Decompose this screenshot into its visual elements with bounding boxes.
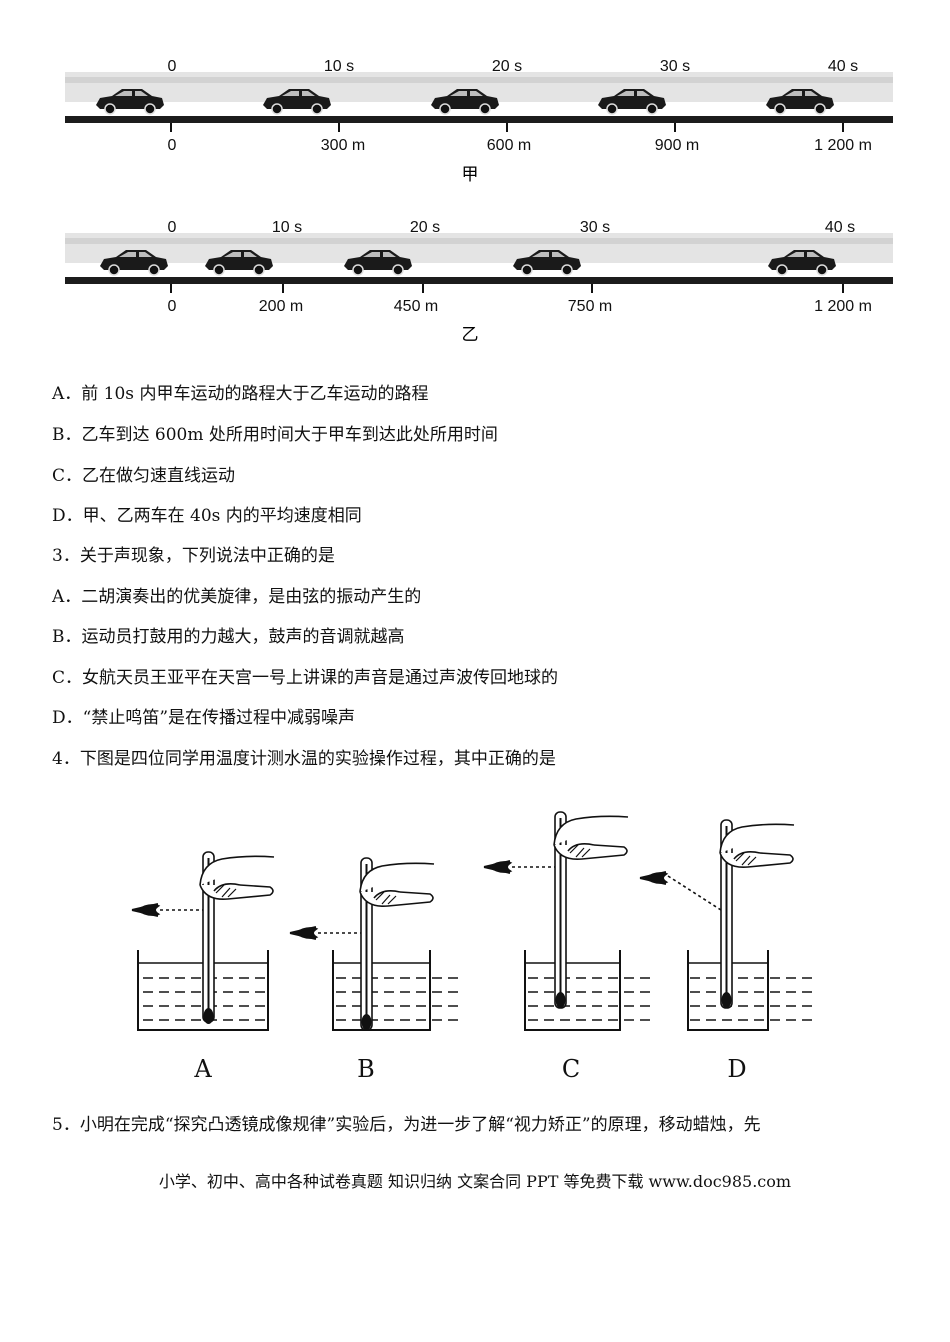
q2-option-b: B．乙车到达 600m 处所用时间大于甲车到达此处所用时间 xyxy=(52,425,498,445)
jia-caption: 甲 xyxy=(462,165,479,185)
setup-a xyxy=(131,851,275,1031)
q4-stem: 4．下图是四位同学用温度计测水温的实验操作过程，其中正确的是 xyxy=(52,749,556,769)
setup-b xyxy=(289,857,459,1031)
setup-label-a: A xyxy=(193,1055,212,1083)
jia-distance-label: 600 m xyxy=(487,137,531,154)
yi-time-label: 40 s xyxy=(825,219,855,236)
q2-option-a: A．前 10s 内甲车运动的路程大于乙车运动的路程 xyxy=(52,384,429,404)
jia-time-label: 10 s xyxy=(324,58,354,75)
yi-distance-label: 1 200 m xyxy=(814,298,872,315)
setup-d xyxy=(639,819,813,1031)
q5-stem: 5．小明在完成“探究凸透镜成像规律”实验后，为进一步了解“视力矫正”的原理，移动… xyxy=(52,1115,761,1135)
jia-distance-label: 900 m xyxy=(655,137,699,154)
jia-distance-label: 0 xyxy=(168,137,177,154)
yi-track: 0 10 s 20 s 30 s 40 s 0 200 m 450 m 750 … xyxy=(65,219,893,345)
jia-time-label: 20 s xyxy=(492,58,522,75)
yi-distance-label: 200 m xyxy=(259,298,303,315)
yi-distance-label: 450 m xyxy=(394,298,438,315)
car-motion-figure: 0 10 s 20 s 30 s 40 s 0 300 m 600 m 900 … xyxy=(65,58,893,345)
yi-time-label: 30 s xyxy=(580,219,610,236)
jia-track: 0 10 s 20 s 30 s 40 s 0 300 m 600 m 900 … xyxy=(65,58,893,185)
setup-label-c: C xyxy=(562,1055,580,1083)
yi-caption: 乙 xyxy=(462,325,479,345)
setup-label-d: D xyxy=(727,1055,746,1083)
jia-distance-label: 300 m xyxy=(321,137,365,154)
jia-distance-label: 1 200 m xyxy=(814,137,872,154)
q2-option-c: C．乙在做匀速直线运动 xyxy=(52,466,236,486)
yi-time-label: 20 s xyxy=(410,219,440,236)
yi-distance-label: 750 m xyxy=(568,298,612,315)
q3-option-b: B．运动员打鼓用的力越大，鼓声的音调就越高 xyxy=(52,627,405,647)
setup-c xyxy=(483,811,651,1031)
jia-time-label: 40 s xyxy=(828,58,858,75)
jia-time-label: 0 xyxy=(168,58,177,75)
q2-option-d: D．甲、乙两车在 40s 内的平均速度相同 xyxy=(52,506,362,526)
q3-stem: 3．关于声现象，下列说法中正确的是 xyxy=(52,546,335,566)
q3-option-d: D．“禁止鸣笛”是在传播过程中减弱噪声 xyxy=(52,708,356,728)
jia-time-label: 30 s xyxy=(660,58,690,75)
setup-label-b: B xyxy=(357,1055,375,1083)
q3-option-a: A．二胡演奏出的优美旋律，是由弦的振动产生的 xyxy=(52,587,422,607)
yi-distance-label: 0 xyxy=(168,298,177,315)
yi-time-label: 0 xyxy=(168,219,177,236)
q3-option-c: C．女航天员王亚平在天宫一号上讲课的声音是通过声波传回地球的 xyxy=(52,668,559,688)
page-footer: 小学、初中、高中各种试卷真题 知识归纳 文案合同 PPT 等免费下载 www.d… xyxy=(158,1172,792,1191)
yi-time-label: 10 s xyxy=(272,219,302,236)
